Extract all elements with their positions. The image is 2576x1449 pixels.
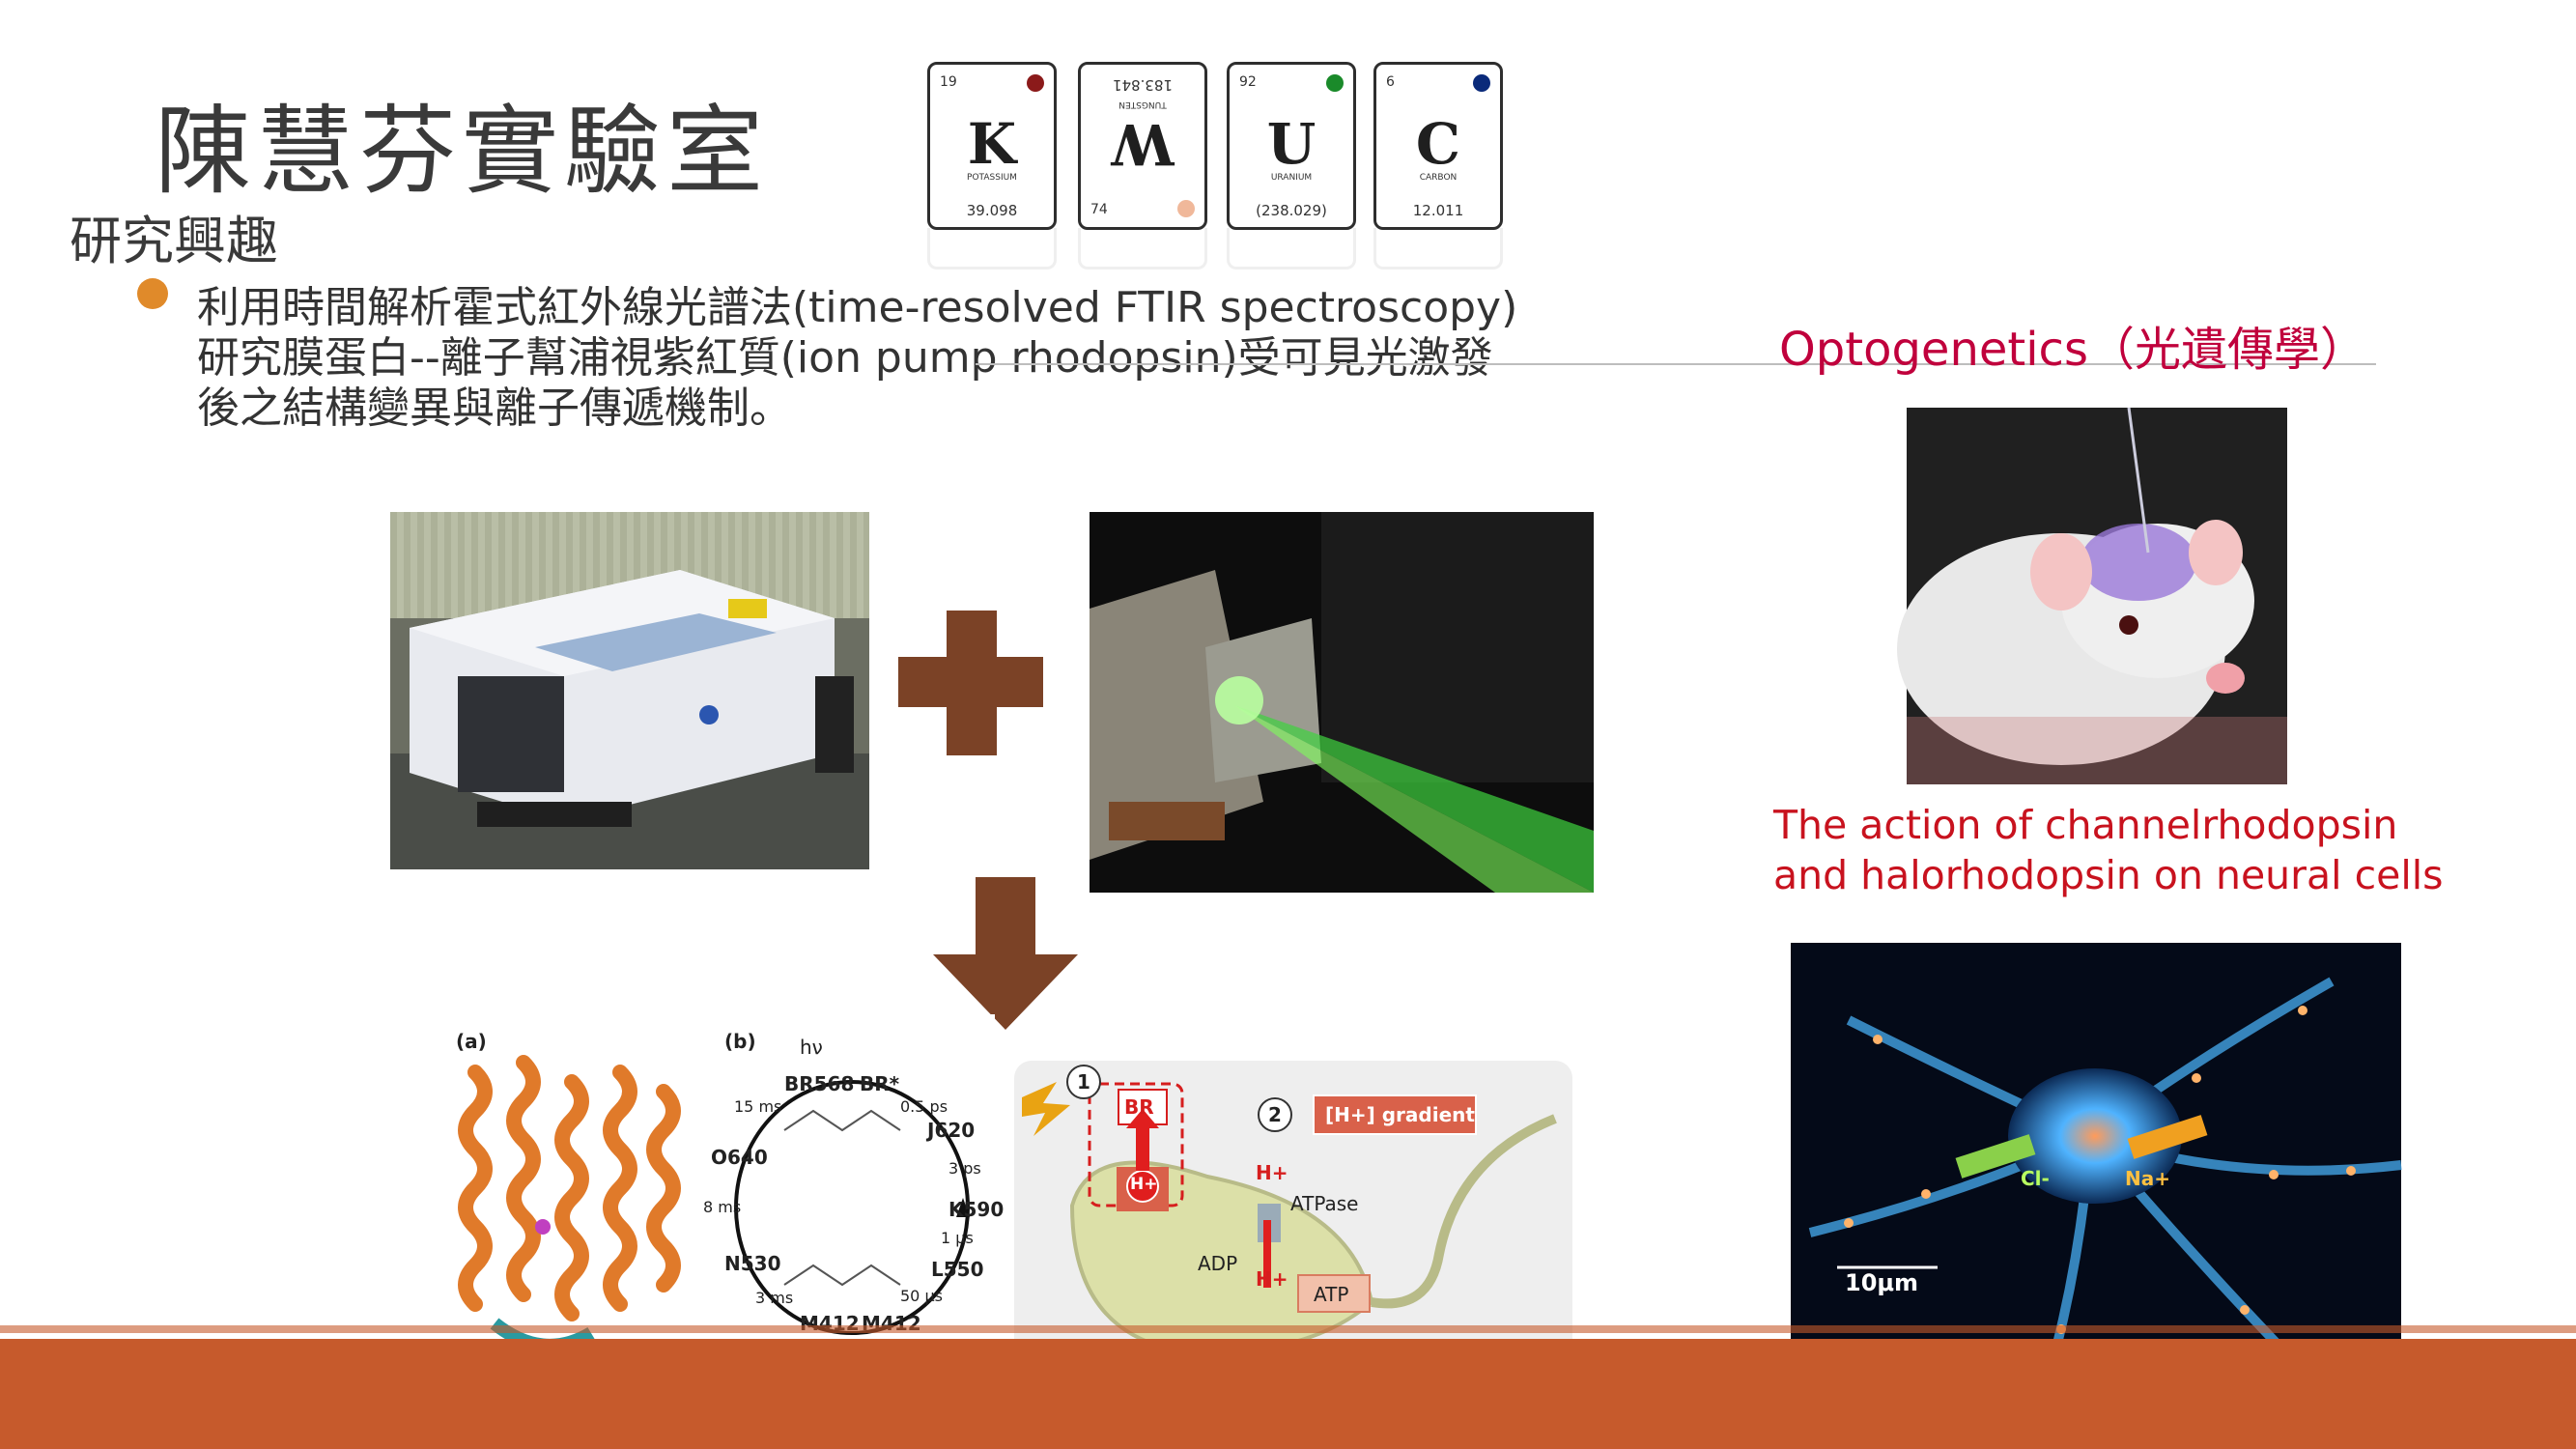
down-arrow-icon: [933, 877, 1078, 1030]
optogenetics-title: Optogenetics（光遺傳學）: [1779, 323, 2366, 377]
section-subtitle: 研究興趣: [70, 211, 278, 271]
caption-line-1: The action of channelrhodopsin: [1773, 802, 2398, 848]
tile-number: 92: [1239, 74, 1257, 90]
plus-icon: [898, 611, 1043, 755]
tile-name: POTASSIUM: [967, 173, 1017, 183]
tile-mass: (238.029): [1256, 202, 1327, 219]
atp-label: ATP: [1314, 1283, 1349, 1306]
panel-b-label: (b): [724, 1030, 756, 1053]
ftir-instrument-image: [390, 512, 869, 869]
time-label: 0.5 ps: [900, 1097, 948, 1116]
protein-structure-image: [458, 1055, 970, 1352]
tile-symbol: C: [1415, 111, 1461, 177]
tile-dot: [1326, 74, 1344, 92]
time-label: 1 µs: [941, 1229, 974, 1247]
logo-tile-w: 74 W TUNGSTEN 183.841: [1078, 62, 1207, 230]
logo-tile-c: 6 C CARBON 12.011: [1373, 62, 1503, 230]
tile-mass: 183.841: [1112, 76, 1174, 94]
state-j620: J620: [927, 1119, 976, 1142]
scale-bar-label: 10μm: [1845, 1269, 1919, 1296]
adp-label: ADP: [1198, 1252, 1238, 1275]
bullet-line-1: 利用時間解析霍式紅外線光譜法(time-resolved FTIR spectr…: [197, 283, 1518, 332]
tile-reflection: [1373, 228, 1503, 270]
hv-label: hν: [800, 1036, 823, 1059]
logo-tile-u: 92 U URANIUM (238.029): [1227, 62, 1356, 230]
time-label: 8 ms: [703, 1198, 742, 1216]
tile-dot: [1177, 200, 1195, 217]
state-br-star: BR*: [860, 1072, 900, 1095]
time-label: 3 ms: [755, 1289, 794, 1307]
bullet-line-2: 研究膜蛋白--離子幫浦視紫紅質(ion pump rhodopsin)受可見光激…: [197, 333, 1493, 383]
cl-ion-label: Cl-: [2021, 1167, 2050, 1190]
tile-dot: [1473, 74, 1490, 92]
state-n530: N530: [724, 1252, 781, 1275]
page-title: 陳慧芬實驗室: [155, 95, 769, 208]
tile-name: CARBON: [1419, 173, 1458, 183]
tile-number: 6: [1386, 74, 1395, 90]
step-1-label: 1: [1077, 1070, 1090, 1094]
tile-symbol: W: [1111, 111, 1175, 177]
laser-setup-photo: [1090, 512, 1594, 893]
laser-setup-image: [1090, 512, 1594, 893]
step-2-label: 2: [1268, 1103, 1282, 1126]
time-label: 15 ms: [734, 1097, 782, 1116]
panel-a-label: (a): [456, 1030, 487, 1053]
tile-number: 19: [940, 74, 957, 90]
time-label: 50 µs: [900, 1287, 943, 1305]
rat-image: [1897, 407, 2287, 784]
time-label: 3 ps: [948, 1159, 981, 1178]
tile-mass: 39.098: [966, 202, 1018, 219]
tile-name: URANIUM: [1270, 173, 1313, 183]
br-box-label: BR: [1124, 1095, 1154, 1119]
rat-photo: [1897, 407, 2287, 784]
ftir-instrument-photo: [390, 512, 869, 869]
divider-line: [976, 363, 2376, 365]
tile-symbol: U: [1266, 111, 1316, 177]
bottom-band: [0, 1339, 2576, 1449]
gradient-label: [H+] gradient: [1325, 1103, 1475, 1126]
tile-reflection: [1227, 228, 1356, 270]
neuron-photo: Cl- Na+ 10μm: [1791, 943, 2402, 1405]
h-plus-label: H+: [1130, 1175, 1158, 1194]
tile-number: 74: [1090, 202, 1108, 217]
bullet-dot-icon: [137, 278, 168, 309]
tile-mass: 12.011: [1412, 202, 1464, 219]
neuron-image: [1808, 977, 2402, 1405]
h-plus-top-label: H+: [1256, 1161, 1288, 1184]
tile-name: TUNGSTEN: [1118, 99, 1167, 109]
cell-diagram-image: [1022, 1065, 1557, 1354]
tile-dot: [1027, 74, 1044, 92]
bullet-line-3: 後之結構變異與離子傳遞機制。: [197, 384, 792, 433]
tile-reflection: [927, 228, 1057, 270]
h-plus-bottom-label: H+: [1256, 1267, 1288, 1291]
caption-line-2: and halorhodopsin on neural cells: [1773, 852, 2444, 898]
proton-pump-diagram: 1 2 BR H+ [H+] gradient H+ ATPase ADP H+…: [1014, 1061, 1572, 1364]
bottom-band-accent: [0, 1325, 2576, 1333]
tile-symbol: K: [967, 111, 1017, 177]
na-ion-label: Na+: [2125, 1167, 2170, 1190]
logo-tile-k: 19 K POTASSIUM 39.098: [927, 62, 1057, 230]
atpase-label: ATPase: [1290, 1192, 1359, 1215]
state-o640: O640: [711, 1146, 768, 1169]
tile-reflection: [1078, 228, 1207, 270]
state-k590: K590: [948, 1198, 1005, 1221]
state-br568: BR568: [784, 1072, 855, 1095]
state-l550: L550: [931, 1258, 984, 1281]
